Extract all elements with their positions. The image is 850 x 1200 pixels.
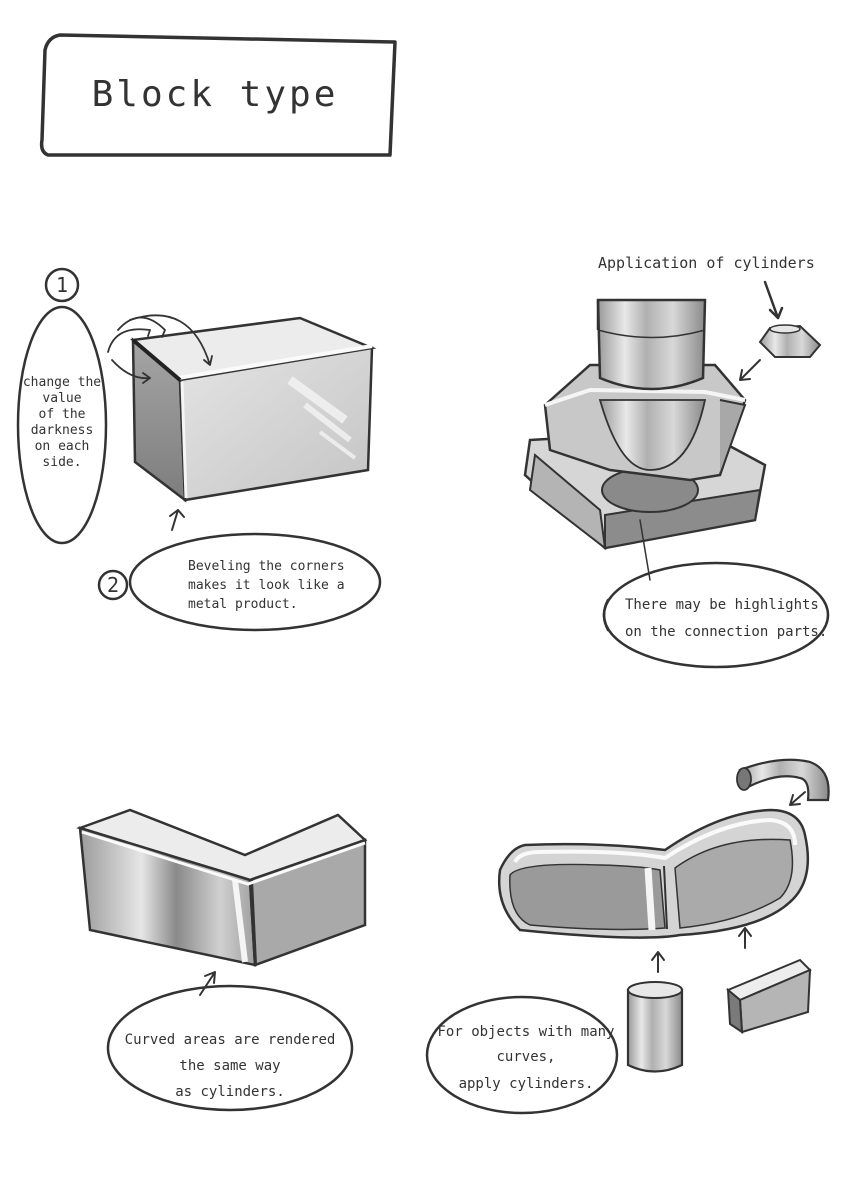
curved-note-line-2: the same way bbox=[179, 1058, 280, 1074]
highlight-pointer bbox=[639, 519, 651, 581]
cone-arrow bbox=[739, 359, 761, 381]
page-title: Block type bbox=[92, 74, 339, 115]
bubble-mark bbox=[602, 598, 610, 632]
note-1-line-2: value bbox=[42, 391, 81, 406]
bend-arrow-left bbox=[651, 951, 665, 973]
curved-block-arrow bbox=[199, 971, 216, 996]
curved-bar-drawing bbox=[498, 808, 810, 939]
step-2-marker: 2 bbox=[97, 569, 129, 601]
note-1-line-4: darkness bbox=[31, 423, 94, 438]
many-curves-line-3: apply cylinders. bbox=[459, 1076, 594, 1092]
face-arrows bbox=[107, 314, 213, 384]
note-1-line-5: on each bbox=[35, 439, 90, 454]
cylinder-note-bubble bbox=[602, 561, 830, 669]
note-2-line-1: Beveling the corners bbox=[188, 559, 345, 574]
step-2-number: 2 bbox=[107, 573, 119, 597]
note-1-bubble bbox=[16, 305, 108, 545]
curved-block-drawing bbox=[76, 808, 368, 967]
note-2-line-3: metal product. bbox=[188, 597, 298, 612]
bent-tube-drawing bbox=[736, 758, 830, 802]
note-1-line-6: side. bbox=[42, 455, 81, 470]
note-2-bubble bbox=[128, 532, 382, 632]
small-cone-drawing bbox=[758, 324, 822, 358]
many-curves-section: For objects with many curves, apply cyli… bbox=[425, 758, 830, 1115]
small-cylinder-drawing bbox=[626, 981, 684, 1073]
cylinder-note-line-2: on the connection parts. bbox=[625, 624, 827, 640]
step-1-marker: 1 bbox=[44, 267, 80, 303]
cylinder-heading: Application of cylinders bbox=[598, 254, 815, 272]
note-1-line-3: of the bbox=[39, 407, 86, 422]
note-2-line-2: makes it look like a bbox=[188, 578, 345, 593]
small-block-drawing bbox=[726, 958, 812, 1034]
cylinder-application-section: Application of cylinders bbox=[523, 254, 830, 669]
many-curves-note-text: For objects with many curves, apply cyli… bbox=[437, 1024, 614, 1092]
beveled-box-section: 1 change the value of the darkness on ea… bbox=[16, 267, 382, 632]
step-1-number: 1 bbox=[56, 273, 68, 297]
heading-arrow bbox=[763, 280, 784, 320]
many-curves-note-bubble bbox=[425, 995, 619, 1115]
tube-arrow bbox=[789, 791, 806, 806]
note-2-text: Beveling the corners makes it look like … bbox=[188, 559, 345, 612]
curved-note-line-1: Curved areas are rendered bbox=[125, 1032, 336, 1048]
beveled-box-drawing bbox=[130, 316, 377, 503]
bend-arrow-right bbox=[738, 927, 752, 949]
many-curves-line-1: For objects with many bbox=[437, 1024, 614, 1040]
curved-note-line-3: as cylinders. bbox=[175, 1084, 285, 1100]
many-curves-line-2: curves, bbox=[496, 1049, 555, 1065]
cylinder-note-text: There may be highlights on the connectio… bbox=[625, 597, 827, 640]
bevel-arrow bbox=[169, 509, 185, 531]
stacked-base-drawing bbox=[523, 298, 767, 551]
note-1-line-1: change the bbox=[23, 375, 101, 390]
note-1-text: change the value of the darkness on each… bbox=[23, 375, 101, 470]
curved-block-section: Curved areas are rendered the same way a… bbox=[76, 808, 368, 1112]
cylinder-note-line-1: There may be highlights bbox=[625, 597, 819, 613]
curved-block-note-bubble bbox=[106, 984, 354, 1112]
title-frame: Block type bbox=[39, 33, 397, 157]
curved-block-note-text: Curved areas are rendered the same way a… bbox=[125, 1032, 336, 1100]
